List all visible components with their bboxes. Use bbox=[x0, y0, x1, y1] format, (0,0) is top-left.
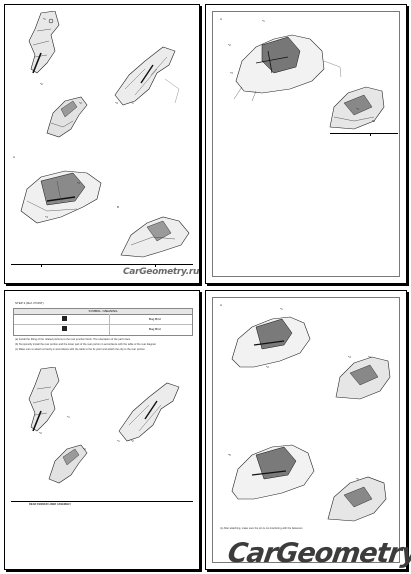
page-frame bbox=[212, 11, 400, 277]
illustration-wheelhouse-detail bbox=[324, 77, 390, 135]
illustration-wheel-arch-detail-2 bbox=[45, 441, 91, 487]
instruction-note: (c) Make sure to attach correctly in acc… bbox=[15, 348, 146, 351]
callout: *2 bbox=[228, 43, 231, 47]
callout: *1 bbox=[131, 101, 134, 105]
footer-tick bbox=[41, 264, 42, 267]
illustration-body-panel-4 bbox=[118, 382, 180, 442]
callout: *2 bbox=[131, 439, 134, 443]
footer-rule bbox=[11, 501, 193, 502]
illustration-wheelhouse-detail-2 bbox=[330, 347, 394, 405]
instruction-note: (b) Temporarily install the rear portion… bbox=[15, 343, 157, 346]
illustration-body-panel-3 bbox=[28, 367, 60, 432]
callout: *1 bbox=[280, 307, 283, 311]
callout: *6 bbox=[356, 477, 359, 481]
manual-page-top-left: *1 *2 *3 *1 *2 A *3 *4 B CarGeometry.ru bbox=[4, 4, 200, 284]
callout: *3 bbox=[77, 181, 80, 185]
callout: *1 bbox=[262, 19, 265, 23]
instruction-note: (a) Install the fitting of the related p… bbox=[15, 338, 131, 341]
illustration-rear-quarter-a bbox=[20, 170, 102, 224]
figure-mark: B bbox=[117, 205, 120, 209]
step-header: STEP 2 (Ref. POINT) bbox=[15, 301, 44, 305]
figure-mark: A bbox=[220, 303, 223, 307]
table-row: Bug Bird bbox=[14, 314, 192, 325]
manual-page-top-right: A *1 *2 *3 *4 *5 bbox=[205, 4, 407, 284]
table-header: SYMBOL / MEANING bbox=[14, 309, 192, 315]
callout: *1 bbox=[67, 415, 70, 419]
callout: *3 bbox=[83, 447, 86, 451]
callout: *4 bbox=[356, 107, 359, 111]
illustration-body-panel-2 bbox=[114, 46, 180, 106]
callout: *2 bbox=[40, 82, 43, 86]
callout: *3 bbox=[115, 101, 118, 105]
callout: *4 bbox=[368, 355, 371, 359]
watermark-small: CarGeometry.ru bbox=[123, 267, 200, 277]
illustration-wheel-arch-detail bbox=[43, 93, 91, 141]
manual-page-bottom-right: A *1 *2 *3 *4 *5 *6 (c) After attaching,… bbox=[205, 290, 407, 570]
callout: *5 bbox=[372, 119, 375, 123]
illustration-rear-quarter-b bbox=[120, 216, 190, 258]
callout: *5 bbox=[228, 453, 231, 457]
callout: *1 bbox=[117, 439, 120, 443]
figure-mark: A bbox=[220, 17, 223, 21]
footer-title: REAR FENDER LINER ASSEMBLY bbox=[29, 503, 72, 506]
callout: *2 bbox=[79, 101, 82, 105]
symbol-icon bbox=[62, 326, 67, 331]
callout: *3 bbox=[348, 355, 351, 359]
footer-rule bbox=[11, 264, 193, 265]
illustration-wheelhouse-detail-3 bbox=[322, 467, 394, 527]
illustration-quarter-panel-top bbox=[233, 34, 343, 102]
footer-tick bbox=[370, 133, 371, 136]
symbol-icon bbox=[62, 316, 67, 321]
table-cell: Bug Bird bbox=[149, 317, 161, 321]
symbol-table: SYMBOL / MEANING Bug Bird Bug Bird bbox=[13, 308, 193, 336]
footer-note: (c) After attaching, make sure the pin i… bbox=[220, 527, 303, 530]
figure-mark: A bbox=[13, 155, 16, 159]
callout: *2 bbox=[266, 365, 269, 369]
illustration-body-panel-1 bbox=[28, 11, 60, 74]
illustration-quarter-panel-bottom-1 bbox=[231, 316, 311, 368]
footer-tick bbox=[155, 264, 156, 267]
manual-page-bottom-left: STEP 2 (Ref. POINT) SYMBOL / MEANING Bug… bbox=[4, 290, 200, 570]
page-frame bbox=[212, 297, 400, 563]
table-row: Bug Bird bbox=[14, 324, 192, 334]
illustration-quarter-panel-bottom-2 bbox=[231, 444, 315, 500]
callout: *2 bbox=[39, 431, 42, 435]
callout: *3 bbox=[230, 71, 233, 75]
callout: *4 bbox=[45, 215, 48, 219]
footer-rule bbox=[330, 133, 398, 134]
watermark-large: CarGeometry bbox=[225, 538, 411, 569]
callout: *1 bbox=[43, 17, 46, 21]
table-cell: Bug Bird bbox=[149, 327, 161, 331]
